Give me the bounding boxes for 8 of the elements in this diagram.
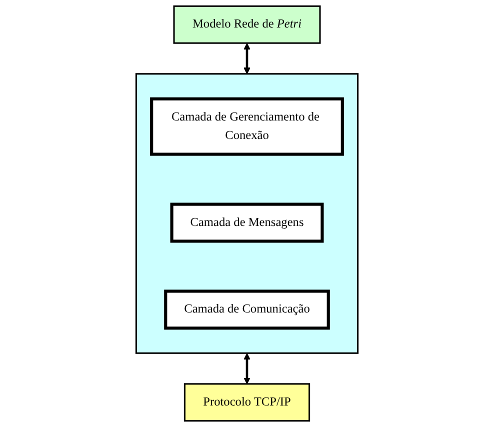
node-box: Camada de Mensagens (170, 202, 324, 243)
cluster (134, 73, 358, 354)
node-box: Camada de Gerenciamento de Conexão (150, 97, 344, 156)
arrow (243, 43, 250, 74)
node-box: Protocolo TCP/IP (183, 383, 310, 422)
node-box: Modelo Rede de Petri (172, 5, 320, 44)
arrow (243, 353, 250, 384)
node-box: Camada de Comunicação (164, 290, 330, 330)
